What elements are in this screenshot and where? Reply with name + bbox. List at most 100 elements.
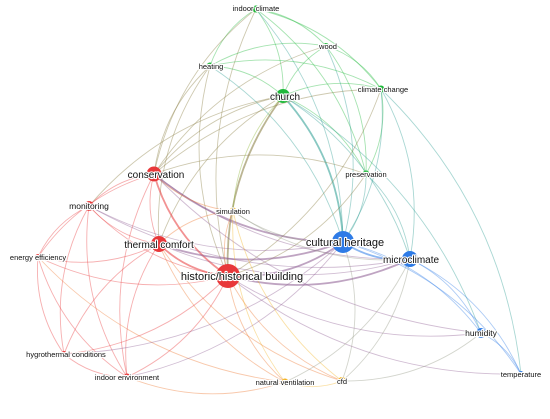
edge-cfd-microclimate [341, 258, 411, 382]
edge-energy-efficiency-thermal-comfort [37, 243, 160, 263]
edge-indoor-climate-climate-change [255, 8, 382, 90]
node-climate-change[interactable] [377, 85, 385, 93]
edge-thermal-comfort-indoor-environment [125, 243, 160, 378]
node-historic-building[interactable] [216, 264, 240, 288]
node-conservation[interactable] [146, 166, 162, 182]
node-monitoring[interactable] [84, 201, 94, 211]
edge-climate-change-conservation [153, 88, 382, 175]
edge-cultural-heritage-humidity [342, 241, 482, 334]
node-label-natural-ventilation: natural ventilation [256, 378, 315, 387]
edge-climate-change-preservation [365, 88, 384, 175]
edge-historic-building-natural-ventilation [227, 275, 286, 383]
node-label-climate-change: climate change [358, 85, 408, 94]
edge-indoor-climate-preservation [255, 8, 367, 175]
edge-church-simulation [232, 95, 284, 212]
node-indoor-climate[interactable] [252, 5, 260, 13]
edge-heating-cultural-heritage [209, 65, 344, 243]
node-label-simulation: simulation [216, 207, 250, 216]
edge-indoor-climate-cultural-heritage [255, 8, 344, 243]
edge-thermal-comfort-hygrothermal-conditions [63, 243, 160, 355]
node-cultural-heritage[interactable] [332, 231, 354, 253]
edge-church-thermal-comfort [158, 95, 284, 245]
edge-church-climate-change [282, 82, 382, 97]
edge-hygrothermal-conditions-indoor-environment [63, 353, 128, 378]
edges-layer [37, 8, 522, 395]
edge-microclimate-temperature [409, 258, 522, 375]
edge-conservation-historic-building [153, 173, 229, 277]
edge-conservation-humidity [153, 173, 482, 334]
edge-preservation-historic-building [227, 173, 367, 277]
edge-cultural-heritage-temperature [342, 241, 522, 375]
edge-thermal-comfort-cfd [158, 243, 343, 382]
edge-simulation-microclimate [232, 210, 411, 261]
edge-simulation-cfd [232, 210, 343, 382]
edge-wood-cultural-heritage [325, 45, 354, 243]
edge-historic-building-indoor-environment [126, 275, 229, 378]
edge-thermal-comfort-cultural-heritage [158, 241, 344, 261]
edge-cfd-cultural-heritage [341, 241, 356, 382]
edge-indoor-climate-wood [255, 8, 327, 47]
edge-preservation-conservation [153, 154, 367, 175]
edge-climate-change-microclimate [380, 88, 415, 260]
edge-heating-thermal-comfort [157, 65, 211, 245]
node-microclimate[interactable] [402, 251, 418, 267]
node-energy-efficiency[interactable] [35, 254, 41, 260]
node-natural-ventilation[interactable] [281, 378, 289, 386]
edge-heating-climate-change [209, 59, 382, 90]
edge-conservation-indoor-environment [119, 173, 155, 378]
edge-heating-church [209, 65, 284, 97]
node-indoor-environment[interactable] [123, 373, 131, 381]
edge-church-historic-building [226, 95, 284, 277]
edge-climate-change-temperature [380, 88, 522, 375]
node-simulation[interactable] [229, 207, 237, 215]
node-label-energy-efficiency: energy efficiency [10, 253, 66, 262]
edge-climate-change-cultural-heritage [342, 88, 383, 243]
edge-conservation-cultural-heritage [153, 173, 344, 243]
node-label-conservation: conservation [128, 170, 185, 181]
node-label-humidity: humidity [465, 328, 497, 338]
edge-monitoring-thermal-comfort [88, 205, 160, 245]
edge-historic-building-microclimate [227, 258, 411, 286]
edge-hygrothermal-conditions-cultural-heritage [63, 241, 344, 355]
edge-monitoring-cultural-heritage [88, 205, 344, 251]
edge-energy-efficiency-historic-building [37, 256, 229, 286]
edge-monitoring-microclimate [88, 205, 411, 268]
edge-indoor-climate-church [255, 8, 284, 97]
node-church[interactable] [276, 89, 290, 103]
node-label-indoor-environment: indoor environment [95, 373, 160, 382]
node-label-microclimate: microclimate [383, 255, 440, 266]
edge-historic-building-humidity [227, 275, 482, 337]
edge-wood-preservation [325, 45, 367, 175]
edge-preservation-microclimate [365, 173, 411, 260]
edge-energy-efficiency-natural-ventilation [37, 256, 286, 383]
node-label-indoor-climate: indoor climate [233, 4, 280, 13]
edge-wood-heating [209, 42, 327, 67]
node-label-monitoring: monitoring [69, 201, 109, 211]
node-hygrothermal-conditions[interactable] [61, 351, 67, 357]
edge-historic-building-cultural-heritage [227, 241, 344, 278]
edge-monitoring-hygrothermal-conditions [59, 205, 90, 355]
edge-wood-climate-change [325, 45, 382, 90]
node-label-historic-building: historic/historical building [181, 271, 303, 283]
edge-church-microclimate [282, 95, 411, 260]
node-wood[interactable] [323, 43, 329, 49]
node-preservation[interactable] [362, 170, 370, 178]
edge-energy-efficiency-hygrothermal-conditions [37, 256, 65, 355]
edge-indoor-climate-conservation [153, 8, 257, 175]
node-temperature[interactable] [518, 371, 524, 377]
edge-microclimate-humidity [409, 258, 482, 334]
edge-monitoring-energy-efficiency [37, 205, 90, 258]
edge-indoor-climate-heating [209, 8, 257, 67]
edge-wood-conservation [153, 45, 327, 175]
edge-thermal-comfort-natural-ventilation [158, 243, 286, 383]
edge-natural-ventilation-cfd [284, 380, 343, 388]
node-heating[interactable] [206, 62, 214, 70]
edge-cfd-humidity [341, 332, 482, 382]
node-thermal-comfort[interactable] [151, 236, 167, 252]
edge-indoor-environment-cultural-heritage [126, 241, 344, 378]
node-humidity[interactable] [476, 328, 486, 338]
node-cfd[interactable] [338, 377, 346, 385]
